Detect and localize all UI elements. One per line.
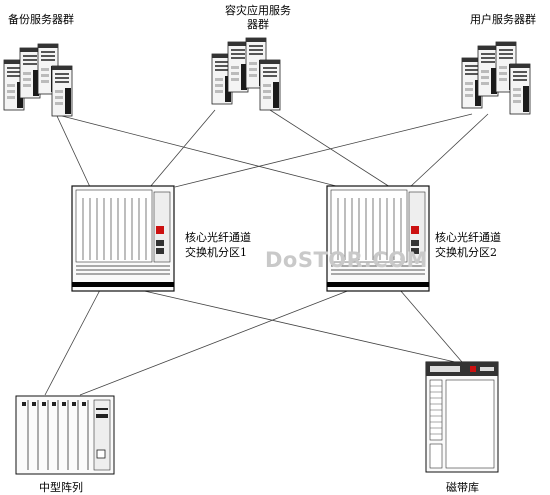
core-fc-switch-2 — [326, 185, 430, 292]
backup-servers-label: 备份服务器群 — [8, 13, 74, 26]
watermark-text: DoSTOR.COM — [265, 248, 428, 272]
switch2-label-line1: 核心光纤通道 — [435, 231, 501, 244]
midrange-array-label: 中型阵列 — [39, 481, 83, 494]
backup-server-cluster — [4, 44, 72, 116]
dr-servers-label-line2: 器群 — [247, 18, 269, 31]
user-servers-label: 用户服务器群 — [470, 13, 536, 26]
user-server-cluster — [462, 42, 530, 114]
dr-servers-label-line1: 容灾应用服务 — [225, 4, 291, 17]
connection-lines — [44, 109, 489, 396]
tape-library-device — [425, 361, 499, 473]
switch2-label-line2: 交换机分区2 — [435, 246, 497, 259]
tape-library-label: 磁带库 — [446, 481, 479, 494]
switch1-label-line1: 核心光纤通道 — [185, 231, 251, 244]
core-fc-switch-1 — [71, 185, 175, 292]
dr-app-server-cluster — [212, 38, 280, 110]
midrange-array-device — [15, 395, 115, 475]
switch1-label-line2: 交换机分区1 — [185, 246, 247, 259]
